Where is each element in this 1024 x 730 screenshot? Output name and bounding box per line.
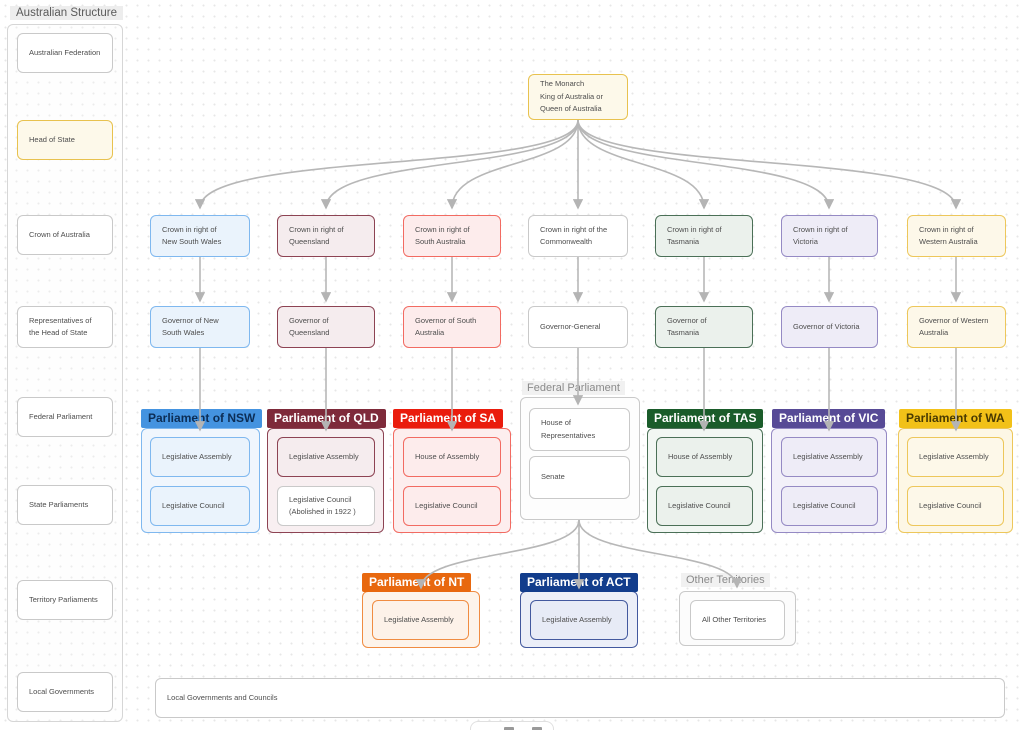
- node-sa-legislative-council[interactable]: Legislative Council: [403, 486, 501, 526]
- node-governor-vic[interactable]: Governor of Victoria: [781, 306, 878, 348]
- diagram-title: Australian Structure: [10, 6, 123, 20]
- parliament-qld-header[interactable]: Parliament of QLD: [267, 409, 386, 428]
- node-vic-legislative-assembly[interactable]: Legislative Assembly: [781, 437, 878, 477]
- node-vic-legislative-council[interactable]: Legislative Council: [781, 486, 878, 526]
- toolbar-button-icon[interactable]: [532, 727, 542, 730]
- node-qld-legislative-council[interactable]: Legislative Council (Abolished in 1922 ): [277, 486, 375, 526]
- toolbar-button-icon[interactable]: [504, 727, 514, 730]
- node-sa-house-of-assembly[interactable]: House of Assembly: [403, 437, 501, 477]
- node-crown-sa[interactable]: Crown in right of South Australia: [403, 215, 501, 257]
- node-qld-legislative-assembly[interactable]: Legislative Assembly: [277, 437, 375, 477]
- node-governor-qld[interactable]: Governor of Queensland: [277, 306, 375, 348]
- parliament-nt-header[interactable]: Parliament of NT: [362, 573, 472, 592]
- node-crown-commonwealth[interactable]: Crown in right of the Commonwealth: [528, 215, 628, 257]
- node-crown-tas[interactable]: Crown in right of Tasmania: [655, 215, 753, 257]
- node-crown-qld[interactable]: Crown in right of Queensland: [277, 215, 375, 257]
- node-house-of-representatives[interactable]: House of Representatives: [529, 408, 630, 451]
- legend-item-federal-parliament[interactable]: Federal Parliament: [17, 397, 113, 437]
- legend-item-local-governments[interactable]: Local Governments: [17, 672, 113, 712]
- legend-item-state-parliaments[interactable]: State Parliaments: [17, 485, 113, 525]
- legend-item-australian-federation[interactable]: Australian Federation: [17, 33, 113, 73]
- node-governor-nsw[interactable]: Governor of New South Wales: [150, 306, 250, 348]
- parliament-sa-header[interactable]: Parliament of SA: [393, 409, 504, 428]
- legend-item-territory-parliaments[interactable]: Territory Parliaments: [17, 580, 113, 620]
- node-all-other-territories[interactable]: All Other Territories: [690, 600, 785, 640]
- legend-item-head-of-state[interactable]: Head of State: [17, 120, 113, 160]
- parliament-nsw-header[interactable]: Parliament of NSW: [141, 409, 263, 428]
- node-wa-legislative-assembly[interactable]: Legislative Assembly: [907, 437, 1004, 477]
- node-tas-legislative-council[interactable]: Legislative Council: [656, 486, 753, 526]
- node-act-legislative-assembly[interactable]: Legislative Assembly: [530, 600, 628, 640]
- other-territories-label: Other Territories: [681, 573, 770, 587]
- node-crown-wa[interactable]: Crown in right of Western Australia: [907, 215, 1006, 257]
- legend-item-representatives[interactable]: Representatives of the Head of State: [17, 306, 113, 348]
- federal-parliament-label: Federal Parliament: [522, 381, 625, 395]
- diagram-toolbar: [470, 721, 554, 730]
- node-nsw-legislative-assembly[interactable]: Legislative Assembly: [150, 437, 250, 477]
- node-nt-legislative-assembly[interactable]: Legislative Assembly: [372, 600, 469, 640]
- node-nsw-legislative-council[interactable]: Legislative Council: [150, 486, 250, 526]
- node-wa-legislative-council[interactable]: Legislative Council: [907, 486, 1004, 526]
- node-governor-wa[interactable]: Governor of Western Australia: [907, 306, 1006, 348]
- legend-item-crown-of-australia[interactable]: Crown of Australia: [17, 215, 113, 255]
- parliament-vic-header[interactable]: Parliament of VIC: [772, 409, 886, 428]
- node-crown-nsw[interactable]: Crown in right of New South Wales: [150, 215, 250, 257]
- node-governor-general[interactable]: Governor-General: [528, 306, 628, 348]
- parliament-wa-header[interactable]: Parliament of WA: [899, 409, 1012, 428]
- node-monarch[interactable]: The Monarch King of Australia or Queen o…: [528, 74, 628, 120]
- node-senate[interactable]: Senate: [529, 456, 630, 499]
- node-tas-house-of-assembly[interactable]: House of Assembly: [656, 437, 753, 477]
- node-governor-tas[interactable]: Governor of Tasmania: [655, 306, 753, 348]
- node-governor-sa[interactable]: Governor of South Australia: [403, 306, 501, 348]
- parliament-act-header[interactable]: Parliament of ACT: [520, 573, 638, 592]
- node-crown-vic[interactable]: Crown in right of Victoria: [781, 215, 878, 257]
- parliament-tas-header[interactable]: Parliament of TAS: [647, 409, 764, 428]
- node-local-governments[interactable]: Local Governments and Councils: [155, 678, 1005, 718]
